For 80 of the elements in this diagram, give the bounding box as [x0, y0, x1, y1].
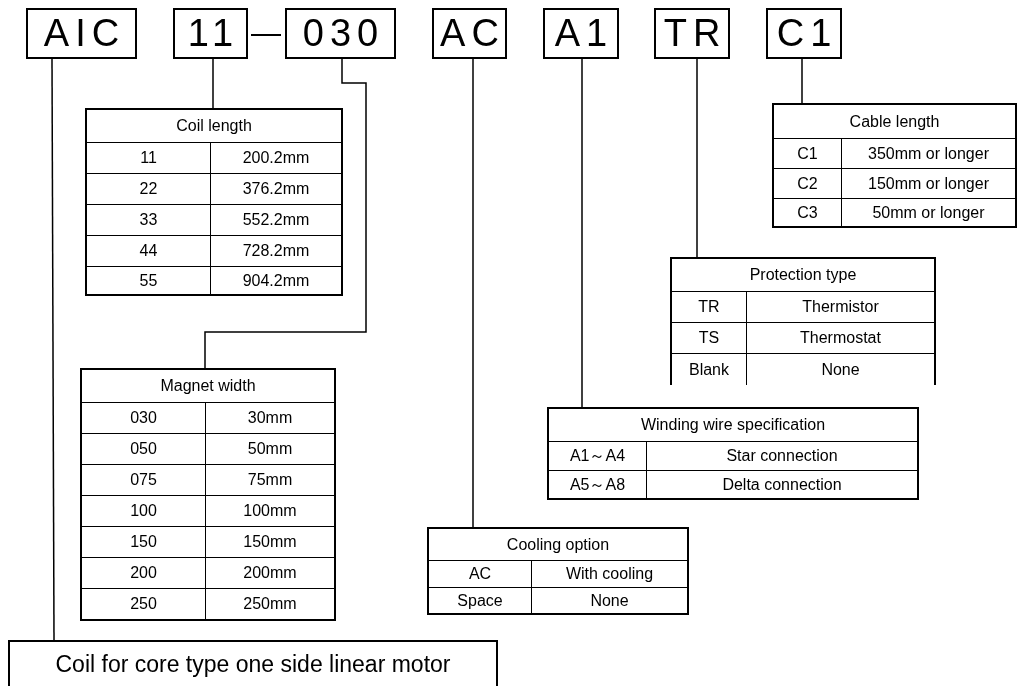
model-code: C1	[776, 11, 838, 56]
table-cell: 200.2mm	[211, 142, 341, 173]
model-code: A1	[554, 11, 614, 56]
table-header: Winding wire specification	[639, 415, 827, 435]
table-cell: 100	[82, 495, 206, 526]
table-cell: 50mm	[206, 433, 334, 464]
spec-table	[547, 407, 919, 500]
model-code: AC	[440, 11, 505, 56]
table-cell: Star connection	[647, 441, 917, 470]
table-cell: 350mm or longer	[842, 138, 1015, 168]
model-code: TR	[663, 11, 727, 56]
table-cell: 150	[82, 526, 206, 557]
table-cell: 150mm or longer	[842, 168, 1015, 198]
table-cell: Space	[429, 587, 532, 613]
table-cell: C3	[774, 198, 842, 226]
model-code: AIC	[43, 11, 126, 56]
table-cell: 75mm	[206, 464, 334, 495]
table-cell: C1	[774, 138, 842, 168]
table-cell: Blank	[672, 353, 747, 385]
table-cell: 904.2mm	[211, 266, 341, 294]
table-cell: 55	[87, 266, 211, 294]
code-segment-box	[173, 8, 248, 59]
leader-line	[696, 58, 698, 258]
table-cell: 11	[87, 142, 211, 173]
spec-table	[670, 257, 936, 385]
table-cell: 30mm	[206, 402, 334, 433]
table-cell: A5～A8	[549, 470, 647, 498]
model-code: 030	[302, 11, 385, 56]
table-cell: 150mm	[206, 526, 334, 557]
table-cell: A1～A4	[549, 441, 647, 470]
table-cell: AC	[429, 560, 532, 587]
table-header: Cooling option	[505, 534, 611, 555]
table-header: Cable length	[848, 111, 941, 132]
table-cell: 250	[82, 588, 206, 619]
leader-line	[204, 58, 367, 369]
table-cell: 050	[82, 433, 206, 464]
table-header: Coil length	[175, 116, 253, 136]
table-cell: C2	[774, 168, 842, 198]
model-code: 11	[187, 11, 240, 56]
code-segment-box	[766, 8, 842, 59]
leader-line	[801, 58, 803, 104]
table-cell: None	[532, 587, 687, 613]
spec-table	[80, 368, 336, 621]
table-cell: 100mm	[206, 495, 334, 526]
description-text: Coil for core type one side linear motor	[55, 650, 451, 678]
code-segment-box	[654, 8, 730, 59]
spec-table	[85, 108, 343, 296]
table-cell: 376.2mm	[211, 173, 341, 204]
table-cell: 030	[82, 402, 206, 433]
code-segment-box	[432, 8, 507, 59]
code-segment-box	[285, 8, 396, 59]
separator-dash: —	[251, 18, 281, 48]
code-segment-box	[543, 8, 619, 59]
description-box	[8, 640, 498, 686]
table-cell: TR	[672, 291, 747, 322]
table-cell: TS	[672, 322, 747, 353]
code-segment-box	[26, 8, 137, 59]
table-header: Magnet width	[159, 376, 257, 396]
table-cell: 44	[87, 235, 211, 266]
table-cell: Thermistor	[747, 291, 934, 322]
table-cell: 33	[87, 204, 211, 235]
leader-line	[51, 58, 55, 641]
table-cell: 50mm or longer	[842, 198, 1015, 226]
table-header: Protection type	[748, 265, 858, 285]
table-cell: 22	[87, 173, 211, 204]
leader-line	[581, 58, 583, 408]
leader-line	[472, 58, 474, 528]
table-cell: 250mm	[206, 588, 334, 619]
table-cell: 552.2mm	[211, 204, 341, 235]
table-cell: With cooling	[532, 560, 687, 587]
leader-line	[212, 58, 214, 109]
table-cell: 200mm	[206, 557, 334, 588]
spec-table	[427, 527, 689, 615]
table-cell: Thermostat	[747, 322, 934, 353]
table-cell: 728.2mm	[211, 235, 341, 266]
table-cell: 075	[82, 464, 206, 495]
table-cell: Delta connection	[647, 470, 917, 498]
spec-table	[772, 103, 1017, 228]
table-cell: 200	[82, 557, 206, 588]
table-cell: None	[747, 353, 934, 385]
